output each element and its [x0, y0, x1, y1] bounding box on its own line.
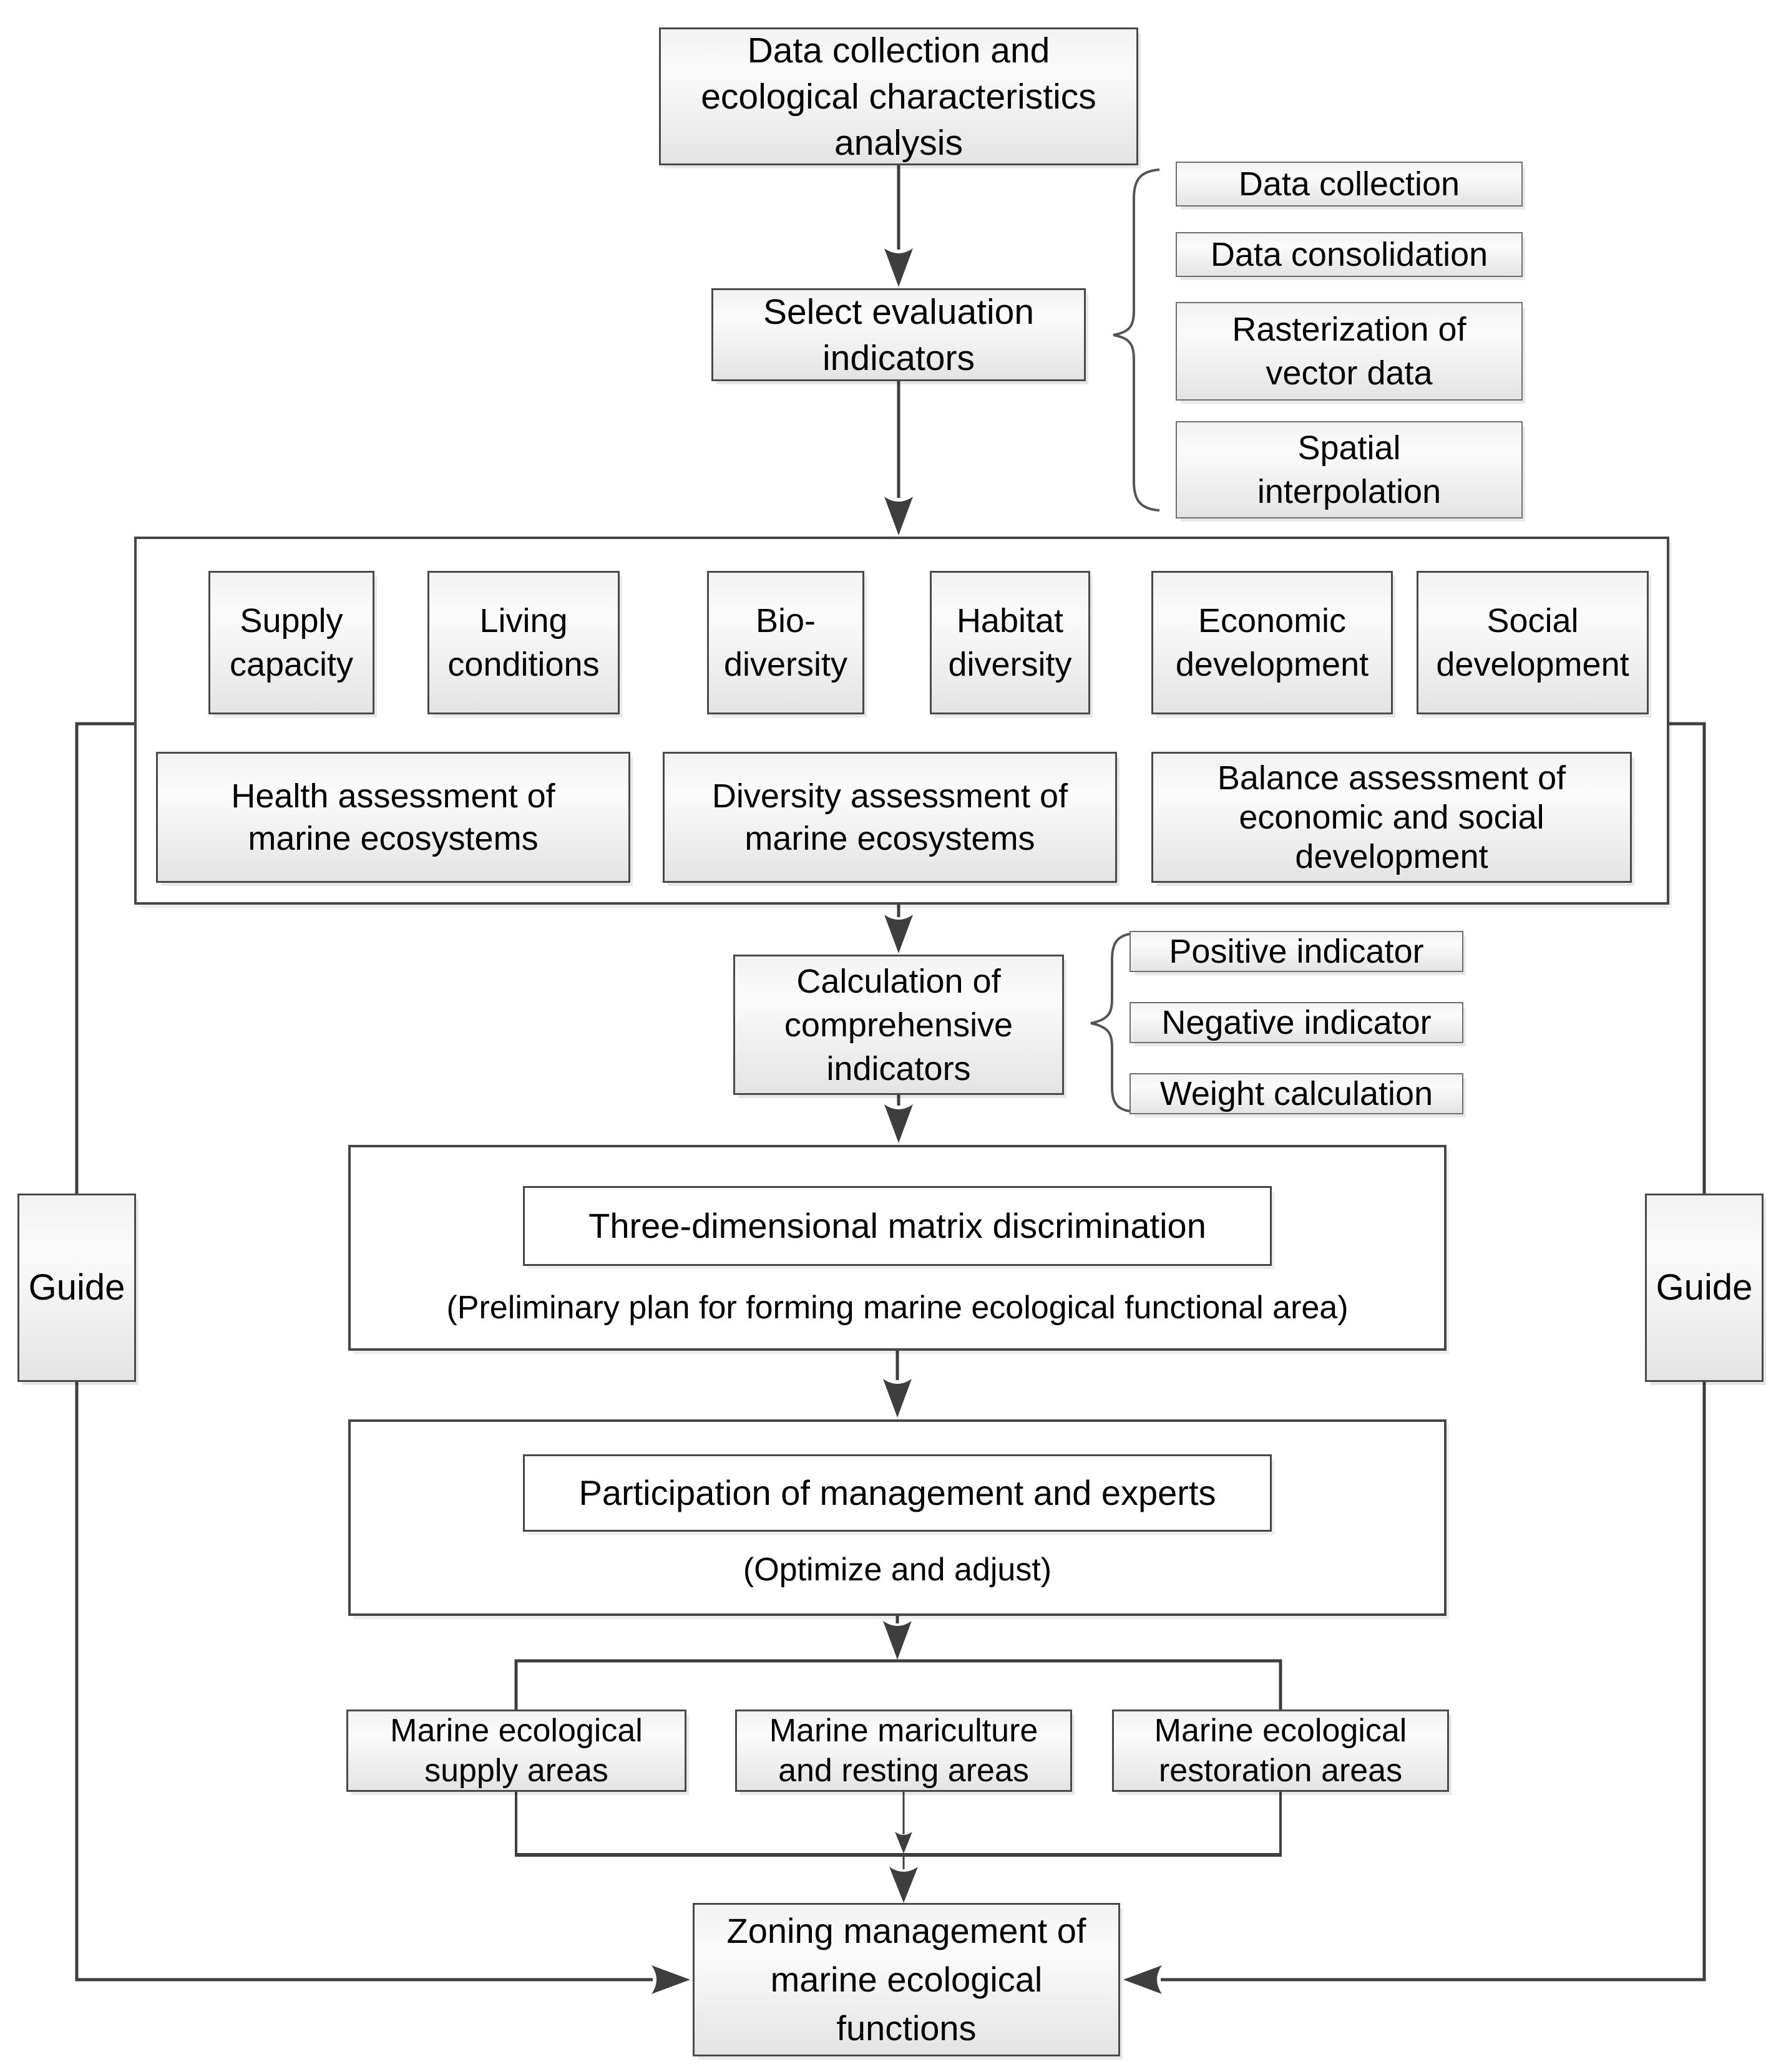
brace-indicator-types	[1090, 932, 1135, 1113]
indicator-group-living-conditions: Living conditions	[427, 571, 620, 714]
matrix-note: (Preliminary plan for forming marine eco…	[446, 1290, 1349, 1326]
indicator-group-habitat-diversity: Habitat diversity	[930, 571, 1090, 714]
indicator-group-social-development: Social development	[1417, 571, 1649, 714]
indicator-type-weight: Weight calculation	[1130, 1073, 1463, 1114]
indicator-type-negative: Negative indicator	[1130, 1002, 1463, 1043]
split-line	[514, 1659, 1282, 1710]
guide-box-left: Guide	[17, 1194, 136, 1382]
indicator-group-economic-development: Economic development	[1151, 571, 1393, 714]
indicator-group-biodiversity: Bio- diversity	[707, 571, 864, 714]
assessment-health-box: Health assessment of marine ecosystems	[156, 752, 630, 883]
assessment-diversity-box: Diversity assessment of marine ecosystem…	[663, 752, 1117, 883]
participation-box: Participation of management and experts	[523, 1454, 1272, 1532]
matrix-stage-frame: Three-dimensional matrix discrimination …	[348, 1145, 1447, 1351]
indicator-group-supply-capacity: Supply capacity	[208, 571, 374, 714]
arrow-container-to-calculation-head	[884, 915, 913, 953]
participation-stage-frame: Participation of management and experts …	[348, 1419, 1447, 1616]
area-restoration-box: Marine ecological restoration areas	[1112, 1710, 1449, 1792]
arrow-guide-right-head	[1123, 1965, 1162, 1994]
zoning-management-box: Zoning management of marine ecological f…	[693, 1903, 1120, 2056]
arrow-merge-to-zoning-head	[889, 1867, 918, 1903]
data-prep-item-collection: Data collection	[1176, 162, 1523, 207]
matrix-discrimination-box: Three-dimensional matrix discrimination	[523, 1186, 1272, 1266]
arrow-calculation-to-matrix-head	[884, 1104, 913, 1143]
arrow-participation-to-split-head	[883, 1621, 912, 1660]
indicator-type-positive: Positive indicator	[1130, 931, 1463, 972]
assessment-balance-box: Balance assessment of economic and socia…	[1151, 752, 1632, 883]
participation-note: (Optimize and adjust)	[743, 1552, 1052, 1588]
arrow-guide-left-head	[651, 1965, 690, 1994]
arrow-top-to-select-head	[884, 248, 913, 287]
data-prep-item-consolidation: Data consolidation	[1176, 232, 1523, 277]
guide-box-right: Guide	[1645, 1194, 1764, 1382]
select-evaluation-indicators-box: Select evaluation indicators	[711, 288, 1086, 381]
brace-data-prep	[1113, 168, 1160, 512]
area-mariculture-box: Marine mariculture and resting areas	[735, 1710, 1072, 1792]
calculation-box: Calculation of comprehensive indicators	[733, 955, 1064, 1095]
data-prep-item-interpolation: Spatial interpolation	[1176, 421, 1523, 518]
arrow-select-to-container-head	[884, 497, 913, 535]
arrow-matrix-to-participation-head	[883, 1379, 912, 1418]
arrow-mariculture-to-merge-head	[895, 1832, 912, 1854]
data-prep-item-rasterization: Rasterization of vector data	[1176, 302, 1523, 401]
data-collection-analysis-box: Data collection and ecological character…	[659, 27, 1138, 165]
area-supply-box: Marine ecological supply areas	[346, 1710, 686, 1792]
